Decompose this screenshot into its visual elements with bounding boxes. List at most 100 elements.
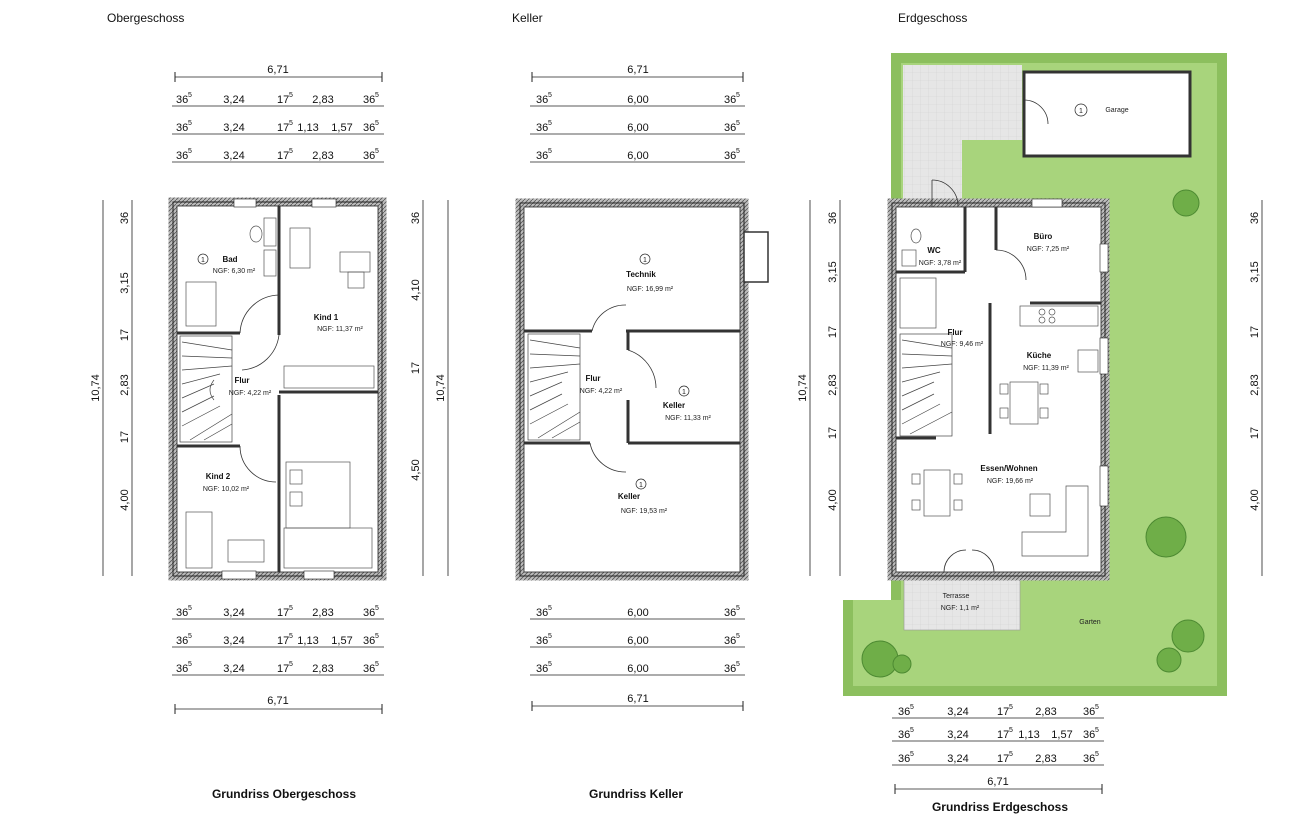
dim-283: 2,83: [312, 94, 333, 106]
header-obergeschoss: Obergeschoss: [107, 11, 184, 25]
dim-wall-sup: 5: [375, 120, 379, 127]
dim-wall: 36: [536, 635, 548, 647]
obergeschoss-side-dimensions: 10,74 36 3,15 17 2,83 17 4,00 36 4,10 17…: [90, 200, 449, 576]
dim-wall-sup: 5: [375, 92, 379, 99]
dim-283: 2,83: [1249, 374, 1261, 395]
dim-inner-sup: 5: [289, 633, 293, 640]
dim-wall: 36: [363, 663, 375, 675]
room-area-kind2: NGF: 10,02 m²: [203, 486, 250, 493]
dim-wall: 36: [176, 635, 188, 647]
dim-wall-sup: 5: [188, 633, 192, 640]
header-erdgeschoss: Erdgeschoss: [898, 11, 967, 25]
room-marker: 1: [1079, 108, 1083, 115]
dim-wall: 36: [724, 635, 736, 647]
dim-wall: 36: [176, 122, 188, 134]
dim-450: 4,50: [410, 459, 422, 480]
dim-wall-sup: 5: [736, 148, 740, 155]
dim-wall: 36: [898, 753, 910, 765]
dim-600: 6,00: [627, 94, 648, 106]
room-name-technik: Technik: [626, 270, 656, 279]
furniture-og: [185, 217, 375, 569]
dim-wall-sup: 5: [548, 605, 552, 612]
dim-283: 2,83: [1035, 753, 1056, 765]
dim-wall: 36: [363, 635, 375, 647]
room-marker: 1: [682, 389, 686, 396]
dim-324: 3,24: [223, 122, 244, 134]
dim-315: 3,15: [827, 261, 839, 282]
dim-inner: 17: [119, 329, 131, 341]
dim-inner: 17: [277, 607, 289, 619]
dim-wall: 36: [536, 94, 548, 106]
door-buero: [995, 249, 1027, 281]
dim-wall: 36: [176, 94, 188, 106]
room-area-keller-1: NGF: 11,33 m²: [665, 415, 711, 422]
dim-600: 6,00: [627, 635, 648, 647]
dim-324: 3,24: [223, 94, 244, 106]
dim-wall: 36: [898, 729, 910, 741]
dim-inner-sup: 5: [1009, 751, 1013, 758]
dim-wall-sup: 5: [736, 633, 740, 640]
dim-wall: 36: [363, 150, 375, 162]
room-name-flur: Flur: [947, 328, 962, 337]
room-area-flur: NGF: 9,46 m²: [941, 341, 984, 348]
dim-wall: 36: [536, 663, 548, 675]
dim-wall: 36: [1083, 729, 1095, 741]
dim-inner: 17: [827, 427, 839, 439]
room-name-keller-1: Keller: [663, 401, 685, 410]
staircase: [899, 333, 953, 437]
dim-157: 1,57: [1051, 729, 1072, 741]
dim-wall-sup: 5: [910, 727, 914, 734]
room-marker: 1: [201, 257, 205, 264]
dim-total-width: 6,71: [987, 776, 1008, 788]
staircase: [179, 335, 233, 443]
dim-283: 2,83: [312, 150, 333, 162]
dim-113: 1,13: [297, 635, 318, 647]
dim-total-width: 6,71: [267, 64, 288, 76]
dim-wall: 36: [536, 150, 548, 162]
light-well: [743, 231, 769, 283]
room-area-keller-2: NGF: 19,53 m²: [621, 508, 668, 515]
dim-wall-sup: 5: [1095, 704, 1099, 711]
dim-324: 3,24: [947, 729, 968, 741]
dim-wall: 36: [827, 212, 839, 224]
dim-400: 4,00: [1249, 489, 1261, 510]
furniture-eg: [899, 228, 1099, 557]
dim-324: 3,24: [947, 753, 968, 765]
dim-inner-sup: 5: [289, 120, 293, 127]
dim-wall-sup: 5: [188, 92, 192, 99]
dim-wall: 36: [1083, 706, 1095, 718]
dim-wall-sup: 5: [375, 148, 379, 155]
door-keller-2: [589, 442, 627, 473]
dim-410: 4,10: [410, 279, 422, 300]
dim-315: 3,15: [119, 272, 131, 293]
windows-eg: [1031, 198, 1109, 507]
entry-door: [931, 179, 959, 207]
dim-inner-sup: 5: [289, 605, 293, 612]
room-area-essen-wohnen: NGF: 19,66 m²: [987, 478, 1034, 485]
room-name-kueche: Küche: [1027, 351, 1052, 360]
dim-wall-sup: 5: [1095, 727, 1099, 734]
dim-inner: 17: [827, 326, 839, 338]
room-name-flur: Flur: [234, 376, 249, 385]
room-name-bad: Bad: [222, 255, 237, 264]
dim-600: 6,00: [627, 663, 648, 675]
dim-wall: 36: [724, 150, 736, 162]
trees: [861, 189, 1205, 678]
room-name-essen-wohnen: Essen/Wohnen: [980, 464, 1037, 473]
caption-erdgeschoss: Grundriss Erdgeschoss: [932, 800, 1068, 814]
dim-wall: 36: [363, 122, 375, 134]
room-name-buero: Büro: [1034, 232, 1053, 241]
header-keller: Keller: [512, 11, 543, 25]
dim-324: 3,24: [947, 706, 968, 718]
dim-wall-sup: 5: [910, 751, 914, 758]
dim-600: 6,00: [627, 607, 648, 619]
dim-inner-sup: 5: [289, 148, 293, 155]
dim-wall-sup: 5: [375, 605, 379, 612]
dim-wall-sup: 5: [736, 661, 740, 668]
dim-324: 3,24: [223, 150, 244, 162]
